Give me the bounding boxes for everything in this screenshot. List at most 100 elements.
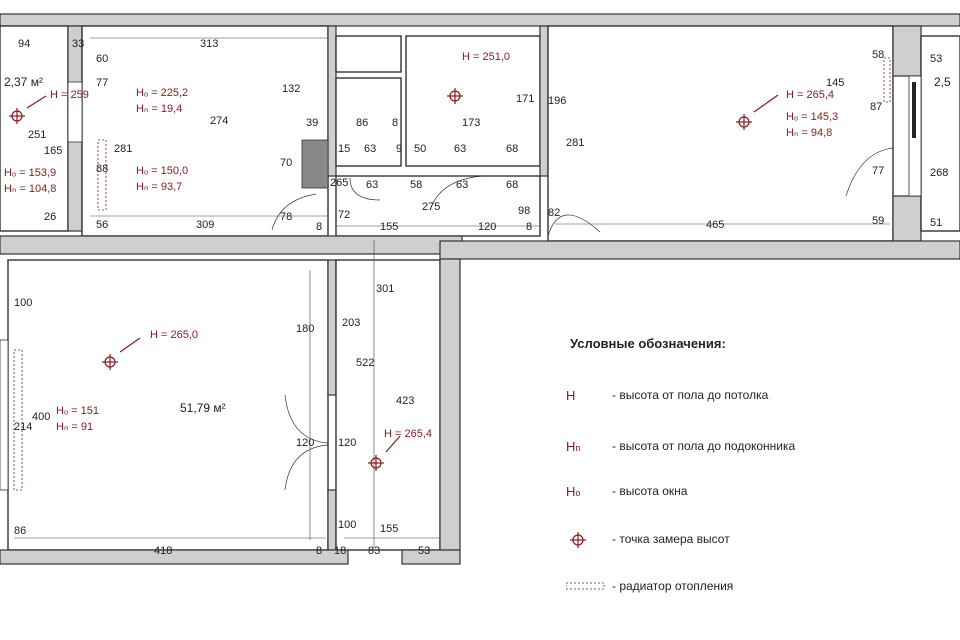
svg-text:132: 132 <box>282 83 300 95</box>
svg-text:203: 203 <box>342 317 360 329</box>
height-label: H = 265,4 <box>384 428 432 440</box>
svg-text:120: 120 <box>338 437 356 449</box>
svg-text:68: 68 <box>506 143 518 155</box>
door-kitchen <box>271 193 317 231</box>
svg-text:77: 77 <box>872 165 884 177</box>
legend-text: - радиатор отопления <box>612 579 734 593</box>
height-label: H = 265,0 <box>150 329 198 341</box>
svg-text:171: 171 <box>516 93 534 105</box>
door-living-1 <box>284 394 329 444</box>
crosshair-icon <box>368 455 384 471</box>
legend-title: Условные обозначения: <box>570 336 726 351</box>
legend-text: - высота от пола до подоконника <box>612 439 796 453</box>
legend-item-point: - точка замера высот <box>566 529 730 549</box>
height-label: H = 251,0 <box>462 51 510 63</box>
svg-text:63: 63 <box>364 143 376 155</box>
svg-text:400: 400 <box>32 411 50 423</box>
radiators <box>13 57 891 491</box>
svg-text:83: 83 <box>368 545 380 557</box>
hall-right-wall <box>439 258 461 551</box>
kitchen-right-wall <box>327 25 337 177</box>
top-wall <box>0 13 960 27</box>
svg-text:51: 51 <box>930 217 942 229</box>
crosshair-icon <box>447 88 463 104</box>
height-label: Hₒ = 145,3 <box>786 111 838 123</box>
measurement-points <box>9 88 779 548</box>
svg-text:63: 63 <box>456 179 468 191</box>
legend-text: - высота от пола до потолка <box>612 388 769 402</box>
height-label: Hₒ = 151 <box>56 405 99 417</box>
svg-text:87: 87 <box>870 101 882 113</box>
svg-text:72: 72 <box>338 209 350 221</box>
height-label: H = 259 <box>50 89 89 101</box>
crosshair-icon <box>102 354 118 370</box>
svg-text:70: 70 <box>280 157 292 169</box>
svg-text:155: 155 <box>380 221 398 233</box>
legend-item-radiator: - радиатор отопления <box>565 576 734 596</box>
svg-text:214: 214 <box>14 421 32 433</box>
height-label: Hₙ = 93,7 <box>136 181 182 193</box>
svg-text:50: 50 <box>414 143 426 155</box>
area-balcony-right: 2,5 <box>934 75 951 89</box>
svg-text:309: 309 <box>196 219 214 231</box>
dimension-values: 94 33 313 60 77 251 165 26 132 274 281 8… <box>14 38 948 557</box>
svg-text:68: 68 <box>506 179 518 191</box>
area-living: 51,79 м² <box>180 401 226 415</box>
wc-room <box>405 35 541 167</box>
radiator-icon <box>565 582 605 589</box>
svg-text:465: 465 <box>706 219 724 231</box>
ventilation-shaft <box>301 139 329 189</box>
svg-text:180: 180 <box>296 323 314 335</box>
bottom-wall-left <box>0 549 349 565</box>
radiator-icon <box>883 57 891 103</box>
svg-text:15: 15 <box>338 143 350 155</box>
bottom-wall-right <box>401 549 461 565</box>
svg-text:60: 60 <box>96 53 108 65</box>
shaft-1 <box>335 35 402 73</box>
kitchen-room <box>81 25 329 237</box>
bed-right-wall-bottom <box>892 195 922 242</box>
svg-text:78: 78 <box>280 211 292 223</box>
svg-text:58: 58 <box>410 179 422 191</box>
svg-text:82: 82 <box>548 207 560 219</box>
svg-text:301: 301 <box>376 283 394 295</box>
svg-text:26: 26 <box>44 211 56 223</box>
svg-text:281: 281 <box>566 137 584 149</box>
svg-text:56: 56 <box>96 219 108 231</box>
svg-text:33: 33 <box>72 38 84 50</box>
hall-room <box>335 259 441 551</box>
crosshair-icon <box>570 532 586 548</box>
svg-text:86: 86 <box>356 117 368 129</box>
svg-text:100: 100 <box>338 519 356 531</box>
bedroom-room <box>547 25 894 242</box>
windows <box>0 75 922 491</box>
kitchen-door-opening <box>67 81 83 143</box>
walls <box>0 13 960 565</box>
window-letter: Hо <box>566 483 581 499</box>
svg-text:265: 265 <box>330 177 348 189</box>
svg-text:88: 88 <box>96 163 108 175</box>
svg-text:53: 53 <box>930 53 942 65</box>
svg-text:313: 313 <box>200 38 218 50</box>
svg-text:120: 120 <box>296 437 314 449</box>
svg-text:9: 9 <box>396 143 402 155</box>
svg-text:8: 8 <box>316 545 322 557</box>
svg-text:98: 98 <box>518 205 530 217</box>
svg-text:94: 94 <box>18 38 30 50</box>
dimension-lines <box>14 37 890 548</box>
door-wc <box>429 175 483 211</box>
living-room <box>7 259 329 551</box>
svg-text:63: 63 <box>454 143 466 155</box>
svg-text:18: 18 <box>334 545 346 557</box>
radiator-icon <box>13 349 23 491</box>
area-balcony-left: 2,37 м² <box>4 75 43 89</box>
living-right-wall-bottom <box>327 489 337 551</box>
height-label: Hₒ = 153,9 <box>4 167 56 179</box>
svg-text:8: 8 <box>526 221 532 233</box>
svg-text:100: 100 <box>14 297 32 309</box>
height-label: Hₙ = 19,4 <box>136 103 182 115</box>
door-living-2 <box>284 444 329 491</box>
height-label: Hₒ = 225,2 <box>136 87 188 99</box>
svg-text:8: 8 <box>392 117 398 129</box>
